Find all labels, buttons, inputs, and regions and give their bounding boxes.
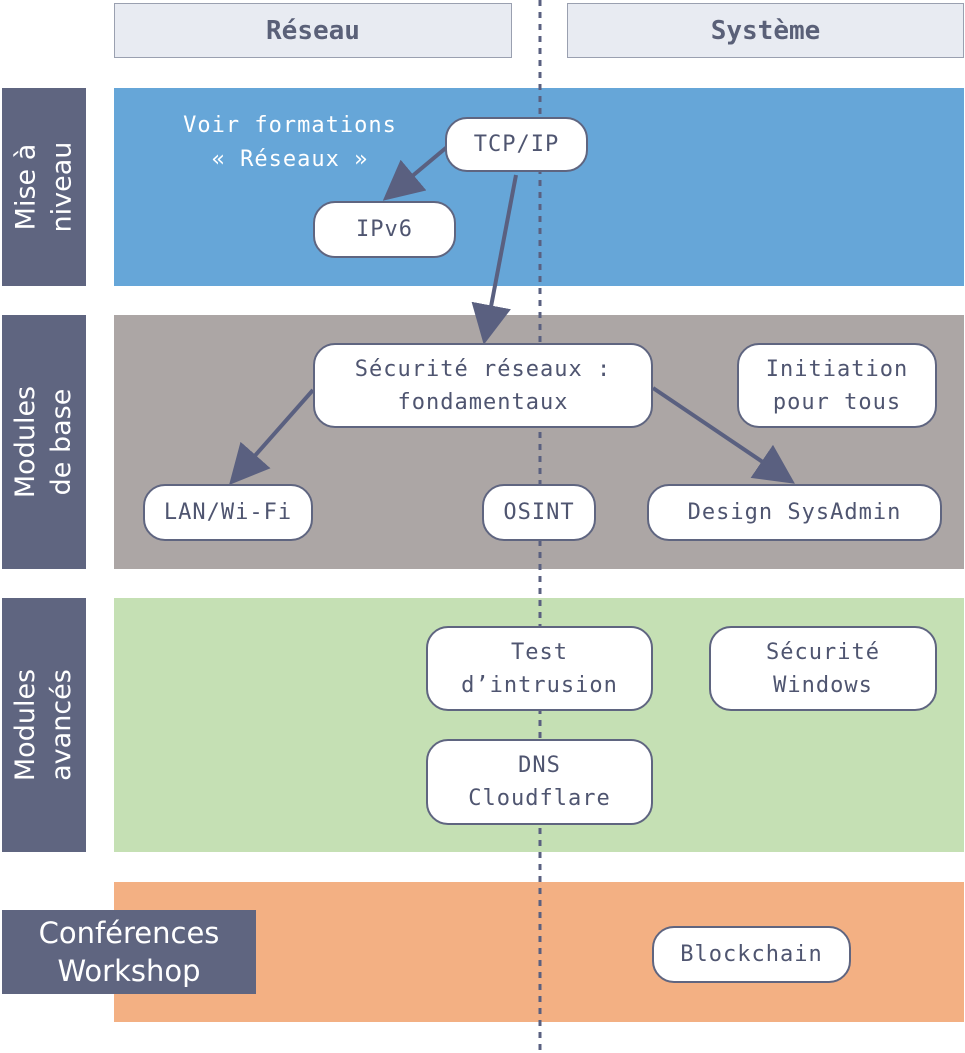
node-blockchain[interactable]: Blockchain xyxy=(652,926,851,983)
node-initiation[interactable]: Initiation pour tous xyxy=(737,343,937,428)
node-tcpip[interactable]: TCP/IP xyxy=(445,117,588,172)
row-label-base: Modules de base xyxy=(2,315,86,569)
arrow-tcpip-secu xyxy=(471,174,518,345)
node-dns-cloudflare[interactable]: DNS Cloudflare xyxy=(426,739,653,825)
node-design-sysadmin[interactable]: Design SysAdmin xyxy=(647,484,942,541)
node-windows-security[interactable]: Sécurité Windows xyxy=(709,626,937,711)
see-network-trainings-note: Voir formations « Réseaux » xyxy=(183,113,397,172)
row-label-conferences: Conférences Workshop xyxy=(2,910,256,994)
arrow-secu-design xyxy=(651,386,795,484)
node-lan-wifi[interactable]: LAN/Wi-Fi xyxy=(143,484,313,541)
arrow-tcpip-ipv6 xyxy=(382,145,449,201)
node-ipv6[interactable]: IPv6 xyxy=(313,201,456,258)
row-label-advanced: Modules avancés xyxy=(2,598,86,852)
node-network-security-fundamentals[interactable]: Sécurité réseaux : fondamentaux xyxy=(313,343,653,428)
arrow-secu-lan xyxy=(229,388,315,485)
column-header-network: Réseau xyxy=(114,3,512,58)
node-osint[interactable]: OSINT xyxy=(482,484,596,541)
row-label-upgrade: Mise à niveau xyxy=(2,88,86,286)
column-header-system: Système xyxy=(567,3,964,58)
node-penetration-testing[interactable]: Test d’intrusion xyxy=(426,626,653,711)
